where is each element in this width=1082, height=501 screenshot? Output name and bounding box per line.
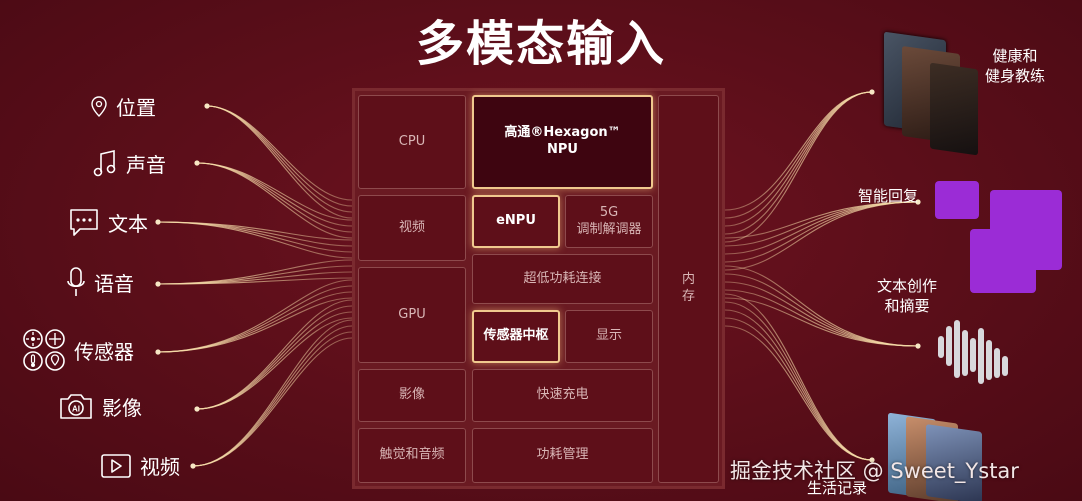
haptics-audio-block: 触觉和音频 <box>358 428 466 483</box>
input-label: 影像 <box>102 395 142 420</box>
connection-dot <box>155 219 161 225</box>
input-location: 位置 <box>90 92 156 121</box>
waveform-bar <box>978 328 984 384</box>
input-label: 视频 <box>140 455 180 479</box>
power-mgmt-block: 功耗管理 <box>472 428 653 483</box>
connection-dot <box>194 406 200 412</box>
modem-block: 5G 调制解调器 <box>565 195 653 248</box>
microphone-icon <box>66 266 86 298</box>
chat-bubble-icon <box>68 206 100 238</box>
waveform-bar <box>946 326 952 366</box>
waveform-bar <box>938 336 944 358</box>
fast-charge-block: 快速充电 <box>472 369 653 422</box>
connection-dot <box>155 349 161 355</box>
input-connection-line <box>157 221 353 253</box>
waveform-bar <box>970 338 976 372</box>
output-connection-line <box>724 317 873 461</box>
watermark: 掘金技术社区 @ Sweet_Ystar <box>730 459 1019 483</box>
gpu-block: GPU <box>358 267 466 363</box>
output-connection-line <box>724 325 873 461</box>
input-voice: 语音 <box>66 266 134 298</box>
input-connection-line <box>192 331 353 467</box>
input-connection-line <box>157 277 353 285</box>
enpu-block: eNPU <box>472 195 560 248</box>
output-connection-line <box>724 201 919 239</box>
connection-dot <box>869 89 875 95</box>
waveform-image <box>938 320 1008 384</box>
music-note-icon <box>92 148 118 178</box>
input-label: 语音 <box>94 271 134 296</box>
connection-dot <box>915 343 921 349</box>
waveform-bar <box>962 330 968 376</box>
input-label: 传感器 <box>74 339 134 364</box>
imaging-block: 影像 <box>358 369 466 422</box>
output-life-log-label: 生活记录 <box>806 479 867 497</box>
input-connection-line <box>196 162 353 239</box>
input-label: 位置 <box>116 96 156 120</box>
input-connection-line <box>192 319 353 467</box>
input-connection-line <box>157 259 353 285</box>
memory-block: 内 存 <box>658 95 719 483</box>
input-label: 文本 <box>108 211 148 236</box>
connection-dot <box>155 281 161 287</box>
input-connection-line <box>206 105 353 201</box>
output-writing-label: 文本创作 和摘要 <box>876 277 937 316</box>
input-sound: 声音 <box>92 148 166 178</box>
connection-dot <box>194 160 200 166</box>
video-block: 视频 <box>358 195 466 261</box>
waveform-bar <box>994 348 1000 378</box>
output-smart-reply-label: 智能回复 <box>857 187 918 205</box>
ai-camera-icon: AI <box>58 391 94 421</box>
input-connection-line <box>206 105 353 219</box>
output-connection-line <box>724 297 919 347</box>
input-video: 视频 <box>100 451 180 480</box>
input-imaging: AI 影像 <box>58 391 142 421</box>
output-connection-line <box>724 201 919 271</box>
input-label: 声音 <box>126 152 166 177</box>
input-sensor: 传感器 <box>22 328 134 372</box>
svg-text:AI: AI <box>72 405 80 414</box>
display-block: 显示 <box>565 310 653 363</box>
input-connection-line <box>206 105 353 213</box>
input-connection-line <box>196 299 353 410</box>
output-connection-line <box>724 91 873 243</box>
play-icon <box>100 453 132 479</box>
input-text: 文本 <box>68 206 148 238</box>
waveform-bar <box>1002 356 1008 376</box>
sensor-grid-icon <box>22 328 66 372</box>
connection-dot <box>204 103 210 109</box>
waveform-bar <box>986 340 992 380</box>
input-connection-line <box>157 297 353 353</box>
connectivity-block: 超低功耗连接 <box>472 254 653 304</box>
connection-dot <box>915 199 921 205</box>
page-title: 多模态输入 <box>415 16 666 72</box>
input-connection-line <box>196 317 353 410</box>
npu-block: 高通®Hexagon™ NPU <box>472 95 653 189</box>
output-connection-line <box>724 201 919 263</box>
waveform-bar <box>954 320 960 378</box>
output-connection-line <box>724 201 919 255</box>
cpu-block: CPU <box>358 95 466 189</box>
input-connection-line <box>157 285 353 353</box>
location-pin-icon <box>90 95 108 118</box>
input-connection-line <box>196 311 353 410</box>
input-connection-line <box>192 337 353 467</box>
connection-dot <box>190 463 196 469</box>
connection-dot <box>869 457 875 463</box>
input-connection-line <box>206 105 353 207</box>
sensor-hub-block: 传感器中枢 <box>472 310 560 363</box>
output-connection-line <box>724 301 873 461</box>
input-connection-line <box>157 221 353 259</box>
output-health-label: 健康和 健身教练 <box>984 47 1045 86</box>
